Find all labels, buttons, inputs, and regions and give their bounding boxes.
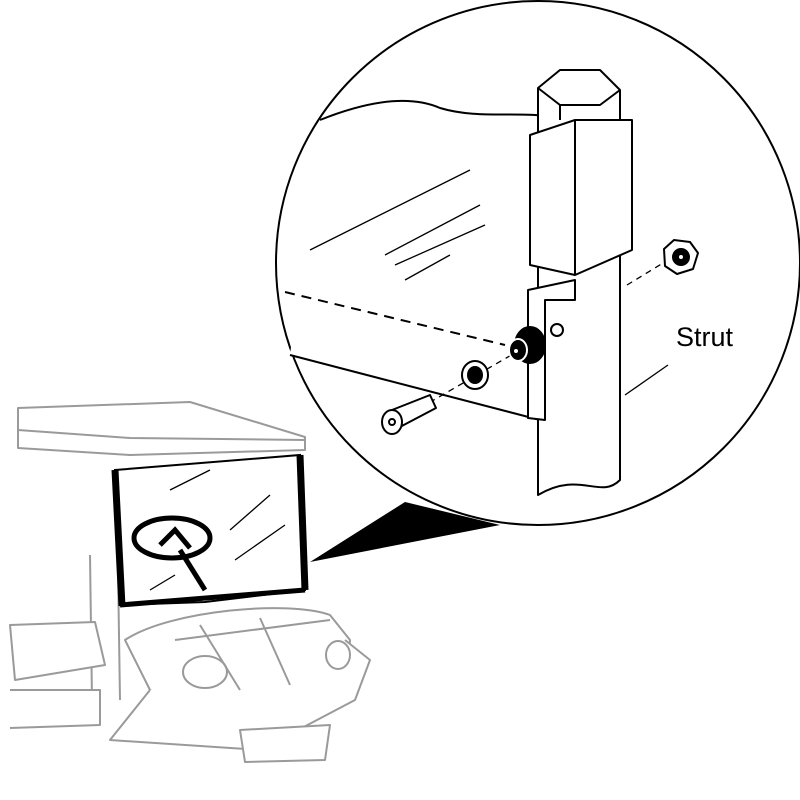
nut <box>663 239 699 275</box>
golf-cart-illustration <box>9 401 371 763</box>
bolt <box>381 394 437 435</box>
bracket <box>529 119 633 276</box>
detail-view <box>284 69 699 496</box>
washer-small <box>550 323 564 337</box>
cart-windshield <box>111 453 309 608</box>
callout-pointer <box>310 502 500 562</box>
strut-leader-line <box>624 364 669 396</box>
grommet <box>508 326 546 364</box>
washer <box>461 360 489 390</box>
strut-label: Strut <box>676 322 734 352</box>
